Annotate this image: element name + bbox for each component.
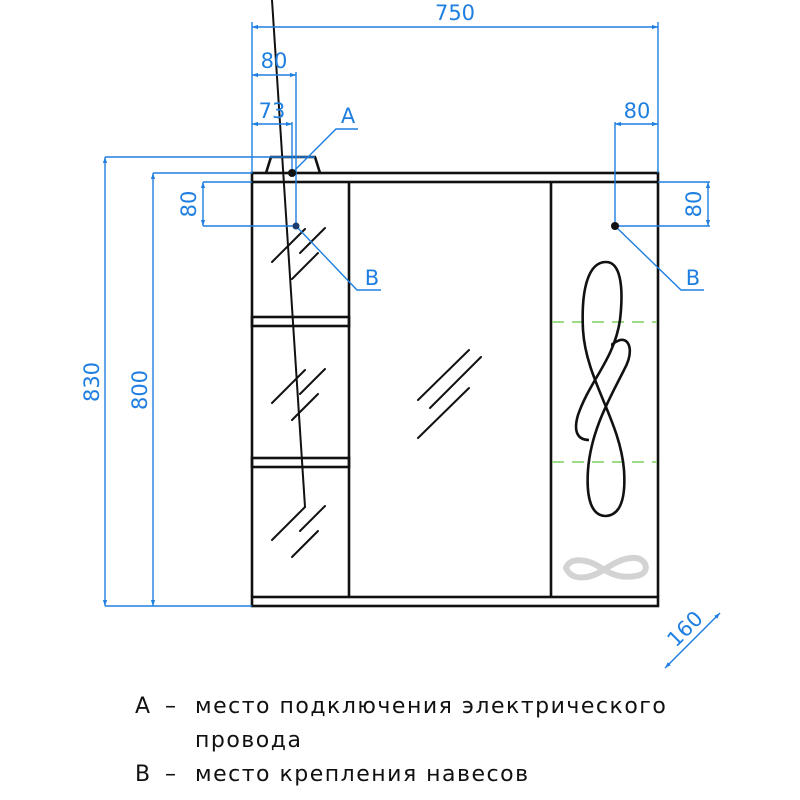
dim-label-80-right-vertical: 80 bbox=[682, 191, 706, 218]
dim-label-73: 73 bbox=[259, 99, 286, 123]
legend-text-b: место крепления навесов bbox=[195, 762, 530, 787]
dim-label-80-right: 80 bbox=[624, 99, 651, 123]
hidden-shelves bbox=[552, 321, 657, 463]
leader-b-left bbox=[295, 225, 381, 291]
left-shelf-1 bbox=[250, 315, 351, 328]
callout-b-left: B bbox=[365, 266, 379, 290]
dim-label-750: 750 bbox=[435, 1, 475, 25]
glass-icon-left-middle bbox=[271, 368, 326, 421]
door-decoration-icon bbox=[574, 260, 632, 518]
dim-label-80-left: 80 bbox=[261, 49, 288, 73]
dimension-lines bbox=[102, 22, 721, 669]
point-b-right-marker bbox=[611, 222, 619, 230]
callout-a: A bbox=[341, 104, 356, 128]
legend: A – место подключения электрического про… bbox=[135, 690, 667, 792]
legend-text-a-continuation: провода bbox=[195, 728, 303, 753]
glass-icon-left-top bbox=[271, 227, 326, 280]
legend-text-a: место подключения электрического bbox=[195, 694, 668, 719]
legend-item-a: A – место подключения электрического bbox=[135, 690, 667, 724]
dim-label-830: 830 bbox=[80, 362, 104, 402]
leader-b-right bbox=[614, 225, 704, 291]
legend-key-a: A bbox=[135, 694, 152, 719]
cabinet-outline bbox=[250, 155, 660, 608]
glass-icon-mirror bbox=[417, 349, 482, 439]
dim-label-160: 160 bbox=[662, 606, 707, 651]
legend-dash: – bbox=[165, 762, 178, 787]
dim-label-800: 800 bbox=[128, 370, 152, 410]
legend-item-b: B – место крепления навесов bbox=[135, 758, 667, 792]
dim-line-160 bbox=[664, 612, 721, 669]
brand-logo-icon bbox=[562, 554, 649, 581]
legend-item-a-continuation: провода bbox=[135, 724, 667, 758]
glass-icon-left-bottom bbox=[271, 0, 306, 508]
point-b-left-marker bbox=[292, 222, 300, 230]
connection-points bbox=[288, 169, 619, 230]
leader-a bbox=[291, 128, 358, 174]
dim-label-80-left-vertical: 80 bbox=[177, 191, 201, 218]
legend-dash: – bbox=[165, 694, 178, 719]
point-a-marker bbox=[288, 169, 296, 177]
top-panel bbox=[250, 171, 660, 184]
glass-icon-left-bottom bbox=[271, 505, 326, 558]
callout-b-right: B bbox=[686, 266, 700, 290]
bottom-panel bbox=[250, 595, 660, 608]
left-shelf-2 bbox=[250, 456, 351, 469]
legend-key-b: B bbox=[135, 762, 152, 787]
glass-reflection-marks bbox=[271, 0, 482, 558]
